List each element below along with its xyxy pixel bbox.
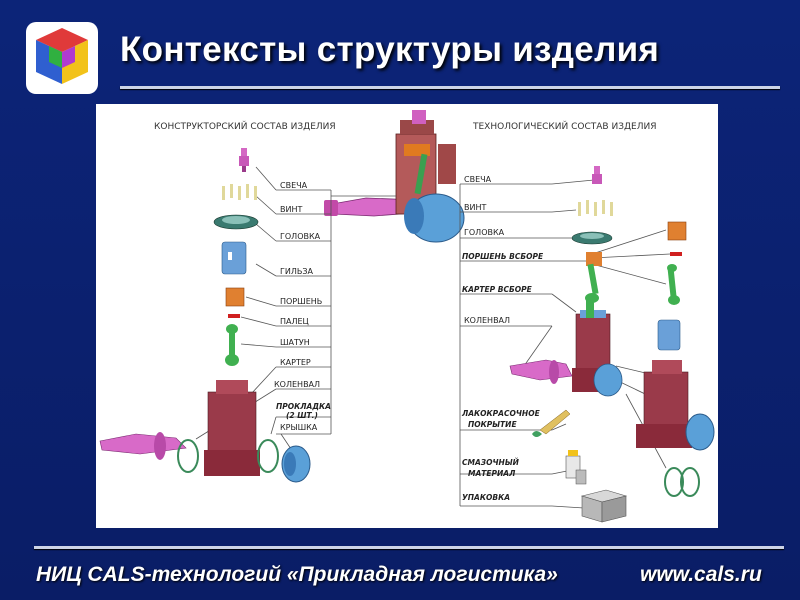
footer-divider xyxy=(34,546,784,549)
right-label-packaging: УПАКОВКА xyxy=(462,493,510,502)
crankcase-assembly-icon xyxy=(572,298,623,397)
left-label-pin: ПАЛЕЦ xyxy=(280,317,309,326)
right-label-spark-plug: СВЕЧА xyxy=(464,175,492,184)
sleeve-icon xyxy=(221,241,247,275)
left-label-crankshaft: КОЛЕНВАЛ xyxy=(274,380,320,389)
piston-assembly-icon xyxy=(585,252,602,303)
paint-brush-icon xyxy=(532,409,571,437)
sleeve-icon xyxy=(657,319,681,351)
connecting-rod-icon xyxy=(225,324,239,366)
cals-logo-icon xyxy=(26,22,98,94)
cover-icon xyxy=(281,445,311,483)
gasket-icon xyxy=(664,467,700,497)
left-label-connecting-rod: ШАТУН xyxy=(280,338,310,347)
product-structure-diagram: КОНСТРУКТОРСКИЙ СОСТАВ ИЗДЕЛИЯ ТЕХНОЛОГИ… xyxy=(96,104,718,528)
packaging-box-icon xyxy=(580,489,628,523)
spark-plug-icon xyxy=(592,166,602,184)
left-label-cover: КРЫШКА xyxy=(280,423,318,432)
gasket-icon xyxy=(177,439,279,473)
crankcase-icon xyxy=(636,360,715,451)
left-label-head: ГОЛОВКА xyxy=(280,232,321,241)
right-label-material: МАТЕРИАЛ xyxy=(468,469,516,478)
slide-title: Контексты структуры изделия xyxy=(120,30,660,69)
screws-icon xyxy=(222,184,257,200)
right-label-paint: ЛАКОКРАСОЧНОЕ xyxy=(461,409,541,418)
right-label-crankshaft: КОЛЕНВАЛ xyxy=(464,316,510,325)
lubricant-can-icon xyxy=(565,450,587,485)
title-divider xyxy=(120,86,780,89)
left-label-gasket-qty: (2 ШТ.) xyxy=(286,411,318,420)
piston-icon xyxy=(667,221,687,241)
right-label-piston-assembly: ПОРШЕНЬ ВСБОРЕ xyxy=(462,252,544,261)
cylinder-head-icon xyxy=(571,231,613,245)
crankcase-icon xyxy=(204,380,260,476)
footer-website: www.cals.ru xyxy=(640,563,762,586)
right-label-coating: ПОКРЫТИЕ xyxy=(468,420,517,429)
left-label-spark-plug: СВЕЧА xyxy=(280,181,308,190)
left-label-sleeve: ГИЛЬЗА xyxy=(280,267,313,276)
left-label-crankcase: КАРТЕР xyxy=(280,358,311,367)
left-label-gasket: ПРОКЛАДКА xyxy=(276,402,331,411)
left-column-title: КОНСТРУКТОРСКИЙ СОСТАВ ИЗДЕЛИЯ xyxy=(154,120,336,132)
assembled-engine-icon xyxy=(324,110,465,243)
crankshaft-icon xyxy=(509,359,573,384)
screws-icon xyxy=(578,200,613,216)
right-label-crankcase-assembly: КАРТЕР ВСБОРЕ xyxy=(462,285,533,294)
left-label-piston: ПОРШЕНЬ xyxy=(280,297,322,306)
right-label-lubricant: СМАЗОЧНЫЙ xyxy=(462,458,520,467)
left-label-screw: ВИНТ xyxy=(280,205,302,214)
right-label-head: ГОЛОВКА xyxy=(464,228,505,237)
cylinder-head-icon xyxy=(213,214,259,230)
footer-organization: НИЦ CALS-технологий «Прикладная логистик… xyxy=(36,563,558,586)
pin-icon xyxy=(228,314,240,318)
spark-plug-icon xyxy=(239,148,249,172)
right-column-title: ТЕХНОЛОГИЧЕСКИЙ СОСТАВ ИЗДЕЛИЯ xyxy=(472,120,656,132)
pin-icon xyxy=(670,252,682,256)
connecting-rod-icon xyxy=(667,264,680,305)
crankshaft-icon xyxy=(99,432,187,460)
piston-icon xyxy=(225,287,245,307)
right-label-screw: ВИНТ xyxy=(464,203,486,212)
